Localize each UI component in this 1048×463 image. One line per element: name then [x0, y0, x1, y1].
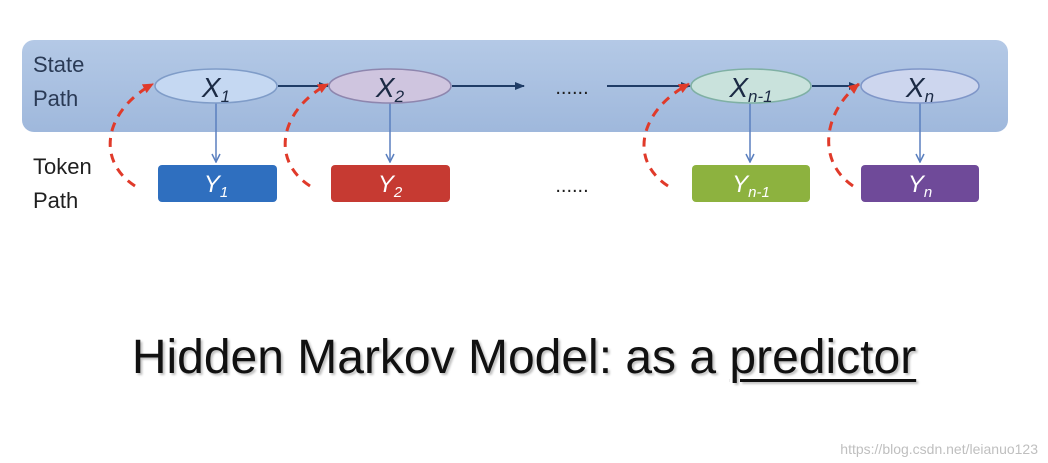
token-box-yn-1: Yn-1 — [692, 165, 810, 202]
slide-title: Hidden Markov Model: as a predictor — [0, 330, 1048, 385]
token-box-yn: Yn — [861, 165, 979, 202]
token-label: Y — [378, 171, 396, 198]
token-label: Y — [204, 171, 222, 198]
svg-text:Yn-1: Yn-1 — [732, 171, 770, 201]
watermark: https://blog.csdn.net/leianuo123 — [840, 441, 1038, 457]
token-ellipsis: ...... — [555, 175, 588, 197]
token-subscript: 2 — [393, 184, 403, 201]
state-label: X — [905, 72, 926, 103]
token-subscript: n — [924, 184, 932, 201]
state-label: X — [201, 72, 222, 103]
token-path-label-line2: Path — [33, 188, 79, 213]
title-prefix: Hidden Markov Model: as a — [131, 331, 730, 384]
state-node-x2: X2 — [328, 68, 452, 106]
state-node-xn-1: Xn-1 — [690, 68, 812, 106]
svg-text:Yn: Yn — [908, 171, 932, 201]
state-path-label: State Path — [33, 48, 84, 116]
svg-text:Xn-1: Xn-1 — [728, 72, 772, 106]
token-label: Y — [732, 171, 750, 198]
token-box-y2: Y2 — [331, 165, 450, 202]
svg-text:Y1: Y1 — [204, 171, 228, 201]
state-node-x1: X1 — [154, 68, 278, 106]
state-node-xn: Xn — [860, 68, 980, 106]
state-subscript: n — [925, 87, 934, 106]
title-emphasis: predictor — [729, 331, 917, 384]
state-label: X — [728, 72, 749, 103]
svg-text:Xn: Xn — [905, 72, 934, 106]
state-path-label-line2: Path — [33, 86, 79, 111]
state-path-label-line1: State — [33, 52, 85, 77]
token-box-y1: Y1 — [158, 165, 277, 202]
token-subscript: 1 — [220, 184, 228, 201]
token-path-label-line1: Token — [33, 154, 92, 179]
svg-text:Y2: Y2 — [378, 171, 403, 201]
state-subscript: 2 — [394, 87, 405, 106]
hmm-diagram: ...... ...... X1 X2 Xn-1 Xn Y1 Y2 Yn-1 Y… — [22, 40, 1008, 202]
token-label: Y — [908, 171, 926, 198]
state-subscript: n-1 — [748, 87, 773, 106]
svg-text:X2: X2 — [375, 72, 405, 106]
token-subscript: n-1 — [748, 184, 770, 201]
token-path-label: Token Path — [33, 150, 92, 218]
state-subscript: 1 — [221, 87, 230, 106]
state-ellipsis: ...... — [555, 77, 588, 99]
svg-text:X1: X1 — [201, 72, 230, 106]
state-label: X — [375, 72, 396, 103]
